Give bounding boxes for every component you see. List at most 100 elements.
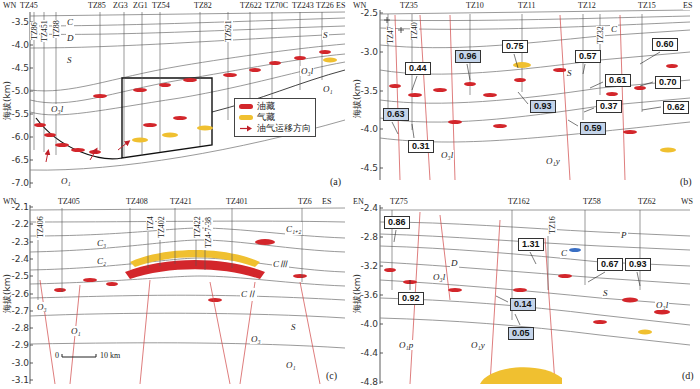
panel-a-section-part [30, 34, 345, 48]
panel-b-section-part [380, 22, 690, 29]
well-label: TZ40 [410, 22, 419, 40]
well-label: TZ243 [292, 1, 314, 10]
well-label: TZ406 [36, 216, 45, 238]
callout-value: 0.96 [459, 51, 477, 61]
panel-b-section-part-part [408, 93, 422, 97]
panel-a-section-part-part [173, 116, 187, 120]
well-label: TZ47 [386, 26, 395, 44]
panel-a-section-part [34, 12, 322, 158]
panel-d-section-part [569, 248, 581, 252]
formation-label: O₁ [70, 326, 82, 336]
panel-b-section-part-part [483, 93, 497, 97]
well-label: TZ4-7-38 [204, 217, 213, 248]
panel-a-section-part [30, 18, 345, 26]
axis-tick: -7.0 [11, 178, 29, 188]
panel-a-section-part [30, 44, 345, 91]
ratio-callout-box: 0.57 [575, 50, 601, 63]
axis-tick: -4.5 [360, 163, 378, 173]
panel-a-section-part-part [55, 143, 69, 147]
axis-title: 海拔(km) [1, 81, 14, 120]
panel-d-section-part-part [513, 288, 527, 292]
axis-tick: -3.1 [11, 375, 29, 385]
callout-value: 0.44 [409, 63, 427, 73]
panel-a-section-part-part [294, 56, 306, 60]
well-label: TZ451 [40, 20, 49, 42]
formation-label: S [602, 288, 609, 298]
well-label: TZ75 [390, 197, 408, 206]
ratio-callout-box: 0.70 [655, 76, 681, 89]
well-label: TZ401 [226, 197, 248, 206]
well-label: TZ402 [157, 216, 166, 238]
formation-label: O₃ [36, 302, 48, 312]
ratio-callout-box: 0.92 [398, 292, 424, 305]
axis-tick: -4.5 [11, 63, 29, 73]
well-label: TZ10 [466, 1, 484, 10]
panel-d-section [380, 205, 690, 384]
formation-label: O₃l [300, 66, 314, 76]
formation-label: O₃l [440, 150, 454, 160]
well-label: ES [683, 1, 692, 10]
panel-letter: (c) [326, 370, 337, 381]
panel-c-section-part [30, 343, 345, 348]
panel-b-section-part [513, 62, 531, 68]
panel-d-section-part [380, 210, 690, 211]
callout-value: 0.86 [388, 217, 406, 227]
ratio-callout-box: 0.93 [530, 100, 556, 113]
panel-c-section-part [62, 354, 96, 357]
callout-value: 0.14 [514, 299, 532, 309]
well-label: TZ88 [52, 20, 61, 38]
callout-value: 0.61 [609, 75, 627, 85]
legend-row: 油藏 [239, 101, 311, 112]
axis-tick: -2.1 [11, 202, 29, 212]
formation-label: O₃ [250, 334, 262, 344]
panel-a-section-part-part [197, 126, 213, 131]
well-label: ES [322, 197, 331, 206]
panel-c-section-part-part [106, 282, 118, 286]
ratio-callout-box: 0.63 [383, 108, 409, 121]
axis-tick: -2.4 [360, 203, 378, 213]
panel-b-section-part-part [433, 88, 447, 92]
panel-b-section-part-part [553, 68, 567, 72]
callout-value: 0.05 [512, 328, 530, 338]
panel-a-section-part-part [249, 68, 261, 72]
axis-tick: -3.6 [360, 290, 378, 300]
panel-a-section-part [30, 12, 345, 16]
panel-d-section-part [392, 210, 640, 320]
ratio-callout-box: 0.86 [384, 216, 410, 229]
panel-letter: (a) [330, 176, 341, 187]
ratio-callout-box: 0.96 [455, 50, 481, 63]
callout-value: 0.57 [579, 51, 597, 61]
panel-b-section-part-part [514, 78, 526, 82]
ratio-callout-box: 0.61 [605, 74, 631, 87]
formation-label: CⅢ [272, 258, 289, 271]
axis-tick: -3.2 [360, 261, 378, 271]
ratio-callout-box: 0.75 [502, 40, 528, 53]
panel-c-section-part [30, 295, 345, 300]
well-label: TZ408 [126, 197, 148, 206]
formation-label: C [610, 24, 618, 34]
well-label: TZ58 [583, 197, 601, 206]
well-label: TZ82 [194, 1, 212, 10]
panel-d-section-part-part [558, 274, 572, 278]
axis-tick: -2.3 [11, 237, 29, 247]
formation-label: C [66, 17, 74, 27]
panel-c-section-part-part [83, 278, 97, 282]
panel-a-section-part-part [71, 148, 85, 152]
well-label: ES [336, 1, 345, 10]
panel-b-section-part-part [464, 82, 476, 86]
formation-label: O₁p [398, 340, 414, 350]
ratio-callout-box: 0.59 [580, 122, 606, 135]
legend-text: 油藏 [257, 100, 275, 113]
ratio-callout-box: 0.14 [510, 298, 536, 311]
formation-label: O₁ [322, 84, 334, 94]
formation-label: S [566, 68, 573, 78]
panel-b-section-part [380, 10, 381, 180]
formation-label: O₁y [545, 156, 561, 166]
panel-c-section [30, 205, 345, 384]
well-label: TZ11 [518, 1, 535, 10]
panel-c-section-part [54, 239, 307, 302]
legend-swatch [239, 115, 253, 120]
panel-d-section-part [410, 212, 555, 384]
formation-label: S [322, 30, 329, 40]
formation-label: CⅡ [240, 288, 257, 301]
